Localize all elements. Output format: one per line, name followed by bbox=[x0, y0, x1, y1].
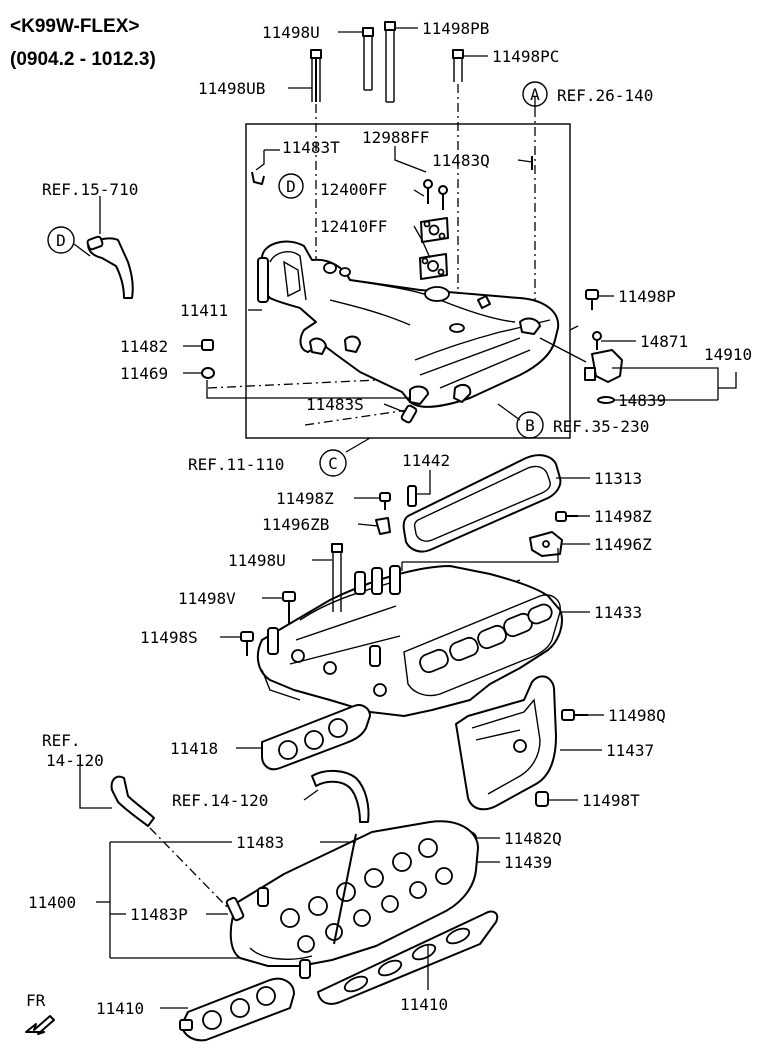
ref-label-26-140: REF.26-140 bbox=[557, 86, 653, 105]
stud-11483P-drawing bbox=[225, 896, 245, 922]
ref-circle-b bbox=[516, 411, 544, 439]
callout-label: 11498PC bbox=[492, 47, 559, 66]
hose-ref-14-120-right-drawing bbox=[311, 770, 370, 823]
pin-11442-drawing bbox=[407, 485, 417, 507]
ref-label-14-120-bottom: 14-120 bbox=[46, 751, 104, 770]
callout-label: 11442 bbox=[402, 451, 450, 470]
callout-label: 12400FF bbox=[320, 180, 387, 199]
callout-label: 14839 bbox=[618, 391, 666, 410]
bolt-11498U-top-drawing bbox=[362, 27, 374, 91]
gasket-12400FF-drawing bbox=[420, 217, 449, 243]
ref-circle-d-upper bbox=[278, 173, 304, 199]
callout-label: 11498Z bbox=[276, 489, 334, 508]
ref-label-14-120-top: REF. bbox=[42, 731, 81, 750]
hose-ref-15-710-drawing bbox=[86, 235, 134, 299]
callout-label: 11496ZB bbox=[262, 515, 329, 534]
bracket-11496ZB-drawing bbox=[375, 517, 391, 535]
ref-label-15-710: REF.15-710 bbox=[42, 180, 138, 199]
callout-label: 11439 bbox=[504, 853, 552, 872]
front-direction-label: FR bbox=[26, 991, 46, 1010]
ref-label-14-120-side: REF.14-120 bbox=[172, 791, 268, 810]
callout-label: 11400 bbox=[28, 893, 76, 912]
screw-12988FF-drawing bbox=[423, 179, 448, 210]
bolt-11498PB-drawing bbox=[384, 21, 396, 103]
callout-label: 11498U bbox=[228, 551, 286, 570]
gasket-11313-drawing bbox=[402, 454, 562, 553]
ref-circle-c bbox=[319, 449, 347, 477]
bolt-11498P-drawing bbox=[585, 289, 599, 310]
bolt-11498T-drawing bbox=[535, 791, 549, 807]
callout-label: 11498PB bbox=[422, 19, 489, 38]
ref-letter-d-upper: D bbox=[286, 177, 296, 196]
callout-label: 11433 bbox=[594, 603, 642, 622]
o-ring-14839-drawing bbox=[597, 396, 615, 404]
callout-label: 11483 bbox=[236, 833, 284, 852]
callout-label: 11469 bbox=[120, 364, 168, 383]
gasket-11410-right-drawing bbox=[317, 910, 499, 1005]
callout-label: 11482 bbox=[120, 337, 168, 356]
callout-label: 11483P bbox=[130, 905, 188, 924]
callout-label: 11418 bbox=[170, 739, 218, 758]
bracket-11496Z-drawing bbox=[529, 531, 563, 557]
bolt-11498V-drawing bbox=[282, 591, 296, 624]
callout-label: 14910 bbox=[704, 345, 752, 364]
model-code: <K99W-FLEX> bbox=[10, 16, 140, 37]
callout-label: 11483S bbox=[306, 395, 364, 414]
upper-intake-plenum-drawing bbox=[257, 240, 560, 408]
callout-label: 12410FF bbox=[320, 217, 387, 236]
nut-11482-drawing bbox=[201, 339, 214, 351]
hose-ref-14-120-left-drawing bbox=[110, 775, 155, 827]
ref-letter-c: C bbox=[328, 454, 338, 473]
upper-assembly-frame bbox=[245, 123, 571, 439]
callout-label: 11410 bbox=[96, 999, 144, 1018]
callout-label: 11498U bbox=[262, 23, 320, 42]
callout-label: 11498Z bbox=[594, 507, 652, 526]
callout-label: 11498V bbox=[178, 589, 236, 608]
gasket-12410FF-drawing bbox=[419, 253, 448, 280]
ref-letter-b: B bbox=[525, 416, 535, 435]
bracket-11437-drawing bbox=[455, 675, 557, 811]
callout-label: 12988FF bbox=[362, 128, 429, 147]
stud-11483S-drawing bbox=[400, 404, 418, 424]
callout-label: 11482Q bbox=[504, 829, 562, 848]
bolt-11498S-drawing bbox=[240, 631, 254, 656]
callout-label: 11483T bbox=[282, 138, 340, 157]
stud-11483-drawing bbox=[333, 833, 357, 945]
callout-label: 11496Z bbox=[594, 535, 652, 554]
callout-label: 11483Q bbox=[432, 151, 490, 170]
callout-label: 11498S bbox=[140, 628, 198, 647]
callout-label: 11313 bbox=[594, 469, 642, 488]
ref-letter-a: A bbox=[530, 85, 540, 104]
screw-14871-drawing bbox=[592, 331, 602, 350]
front-arrow-icon bbox=[25, 1015, 55, 1035]
bolt-11498Z-left-drawing bbox=[379, 492, 391, 510]
intake-manifold-upper-11433-drawing bbox=[256, 565, 563, 717]
gasket-11418-drawing bbox=[261, 704, 371, 771]
washer-11469-drawing bbox=[201, 367, 215, 379]
ref-label-11-110: REF.11-110 bbox=[188, 455, 284, 474]
bolt-11498PC-drawing bbox=[452, 49, 464, 82]
ref-circle-a bbox=[522, 81, 548, 107]
sensor-14910-drawing bbox=[584, 349, 623, 383]
callout-label: 11498T bbox=[582, 791, 640, 810]
production-range: (0904.2 - 1012.3) bbox=[10, 49, 156, 70]
intake-manifold-lower-11400-drawing bbox=[229, 820, 479, 979]
callout-label: 11498P bbox=[618, 287, 676, 306]
callout-label: 11498Q bbox=[608, 706, 666, 725]
callout-label: 14871 bbox=[640, 332, 688, 351]
ref-label-35-230: REF.35-230 bbox=[553, 417, 649, 436]
ref-letter-d-left: D bbox=[56, 231, 66, 250]
gasket-11410-left-drawing bbox=[179, 977, 295, 1042]
callout-label: 11437 bbox=[606, 741, 654, 760]
bracket-11483T-drawing bbox=[251, 171, 265, 185]
bolt-11498Q-drawing bbox=[561, 709, 588, 721]
bolt-11498U-mid-drawing bbox=[331, 543, 343, 612]
callout-label: 11410 bbox=[400, 995, 448, 1014]
callout-label: 11411 bbox=[180, 301, 228, 320]
ref-circle-d-left bbox=[47, 226, 75, 254]
bolt-11498Z-right-drawing bbox=[555, 511, 578, 522]
callout-label: 11498UB bbox=[198, 79, 265, 98]
bolt-11498UB-drawing bbox=[310, 49, 322, 102]
